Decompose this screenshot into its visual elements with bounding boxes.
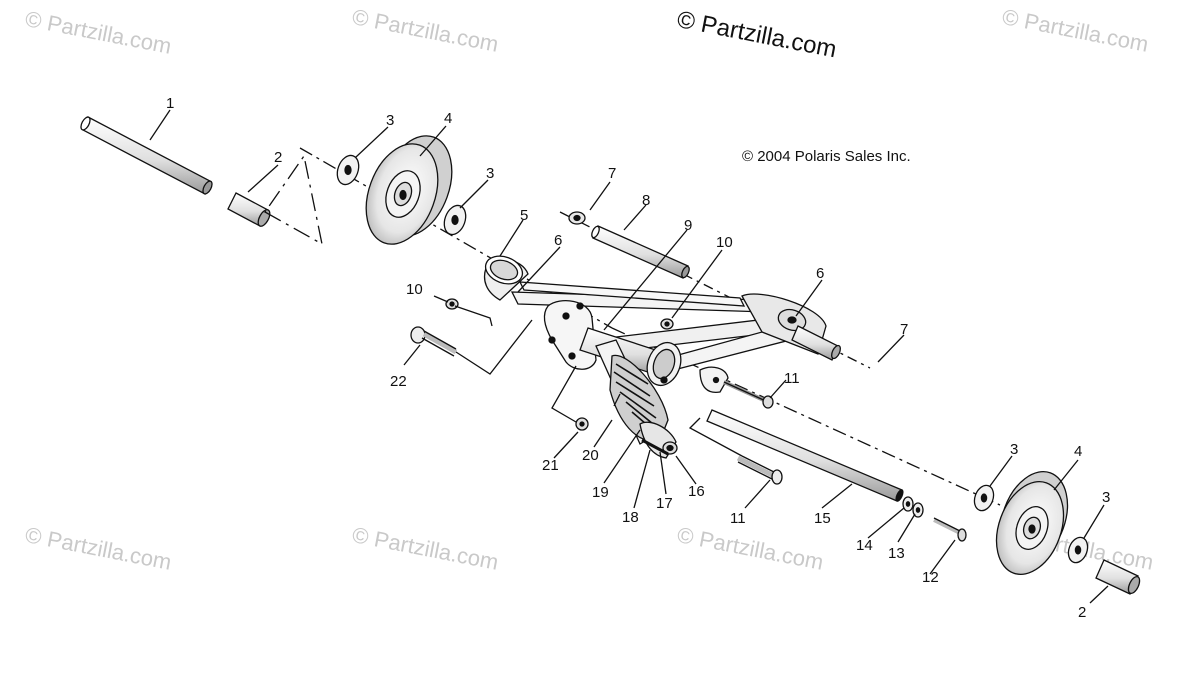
washer-3-c xyxy=(973,484,995,512)
washer-14 xyxy=(902,496,914,512)
callout-3: 3 xyxy=(1102,489,1111,506)
callout-14: 14 xyxy=(856,537,873,554)
callout-6: 6 xyxy=(554,232,563,249)
callout-21: 21 xyxy=(542,457,559,474)
bolt-12 xyxy=(933,517,967,542)
mounting-plate xyxy=(543,300,597,370)
nut-10-left xyxy=(445,298,459,310)
callout-4: 4 xyxy=(444,110,453,127)
callout-18: 18 xyxy=(622,509,639,526)
callout-15: 15 xyxy=(814,510,831,527)
nut-21 xyxy=(575,417,589,431)
a-arm-frame xyxy=(510,281,841,373)
callout-5: 5 xyxy=(520,207,529,224)
tube-5 xyxy=(483,255,529,301)
nut-7-a xyxy=(568,211,586,225)
callout-20: 20 xyxy=(582,447,599,464)
washer-13 xyxy=(912,502,924,518)
callout-19: 19 xyxy=(592,484,609,501)
bolt-22 xyxy=(410,326,458,357)
spacer-2-left xyxy=(227,192,271,227)
callout-12: 12 xyxy=(922,569,939,586)
callout-22: 22 xyxy=(390,373,407,390)
washer-3-b xyxy=(443,204,467,236)
nut-10-frame xyxy=(660,318,674,330)
callout-4: 4 xyxy=(1074,443,1083,460)
callout-6: 6 xyxy=(816,265,825,282)
callout-13: 13 xyxy=(888,545,905,562)
rod-8 xyxy=(591,225,690,279)
callout-10: 10 xyxy=(406,281,423,298)
callout-8: 8 xyxy=(642,192,651,209)
copyright-text: © 2004 Polaris Sales Inc. xyxy=(742,148,911,165)
callout-3: 3 xyxy=(386,112,395,129)
callout-17: 17 xyxy=(656,495,673,512)
bolt-11-b xyxy=(736,455,783,485)
bracket-plate xyxy=(699,366,729,394)
callout-11: 11 xyxy=(730,510,746,527)
bolt-11-a xyxy=(723,380,774,409)
callout-7: 7 xyxy=(608,165,617,182)
callout-3: 3 xyxy=(486,165,495,182)
callout-16: 16 xyxy=(688,483,705,500)
callout-2: 2 xyxy=(274,149,283,166)
callout-1: 1 xyxy=(166,95,175,112)
rod-15 xyxy=(706,409,904,502)
callout-10: 10 xyxy=(716,234,733,251)
callout-9: 9 xyxy=(684,217,693,234)
rod-1 xyxy=(80,116,213,195)
washer-3-a xyxy=(336,154,360,186)
callout-7: 7 xyxy=(900,321,909,338)
callout-3: 3 xyxy=(1010,441,1019,458)
idler-wheel-4-a xyxy=(365,135,453,245)
cross-tube xyxy=(579,327,682,387)
washer-3-d xyxy=(1067,536,1089,564)
callout-11: 11 xyxy=(784,370,800,387)
spacer-2-right xyxy=(1095,559,1141,595)
shock-absorber xyxy=(595,339,678,459)
callout-2: 2 xyxy=(1078,604,1087,621)
idler-wheel-4-b xyxy=(995,471,1069,575)
